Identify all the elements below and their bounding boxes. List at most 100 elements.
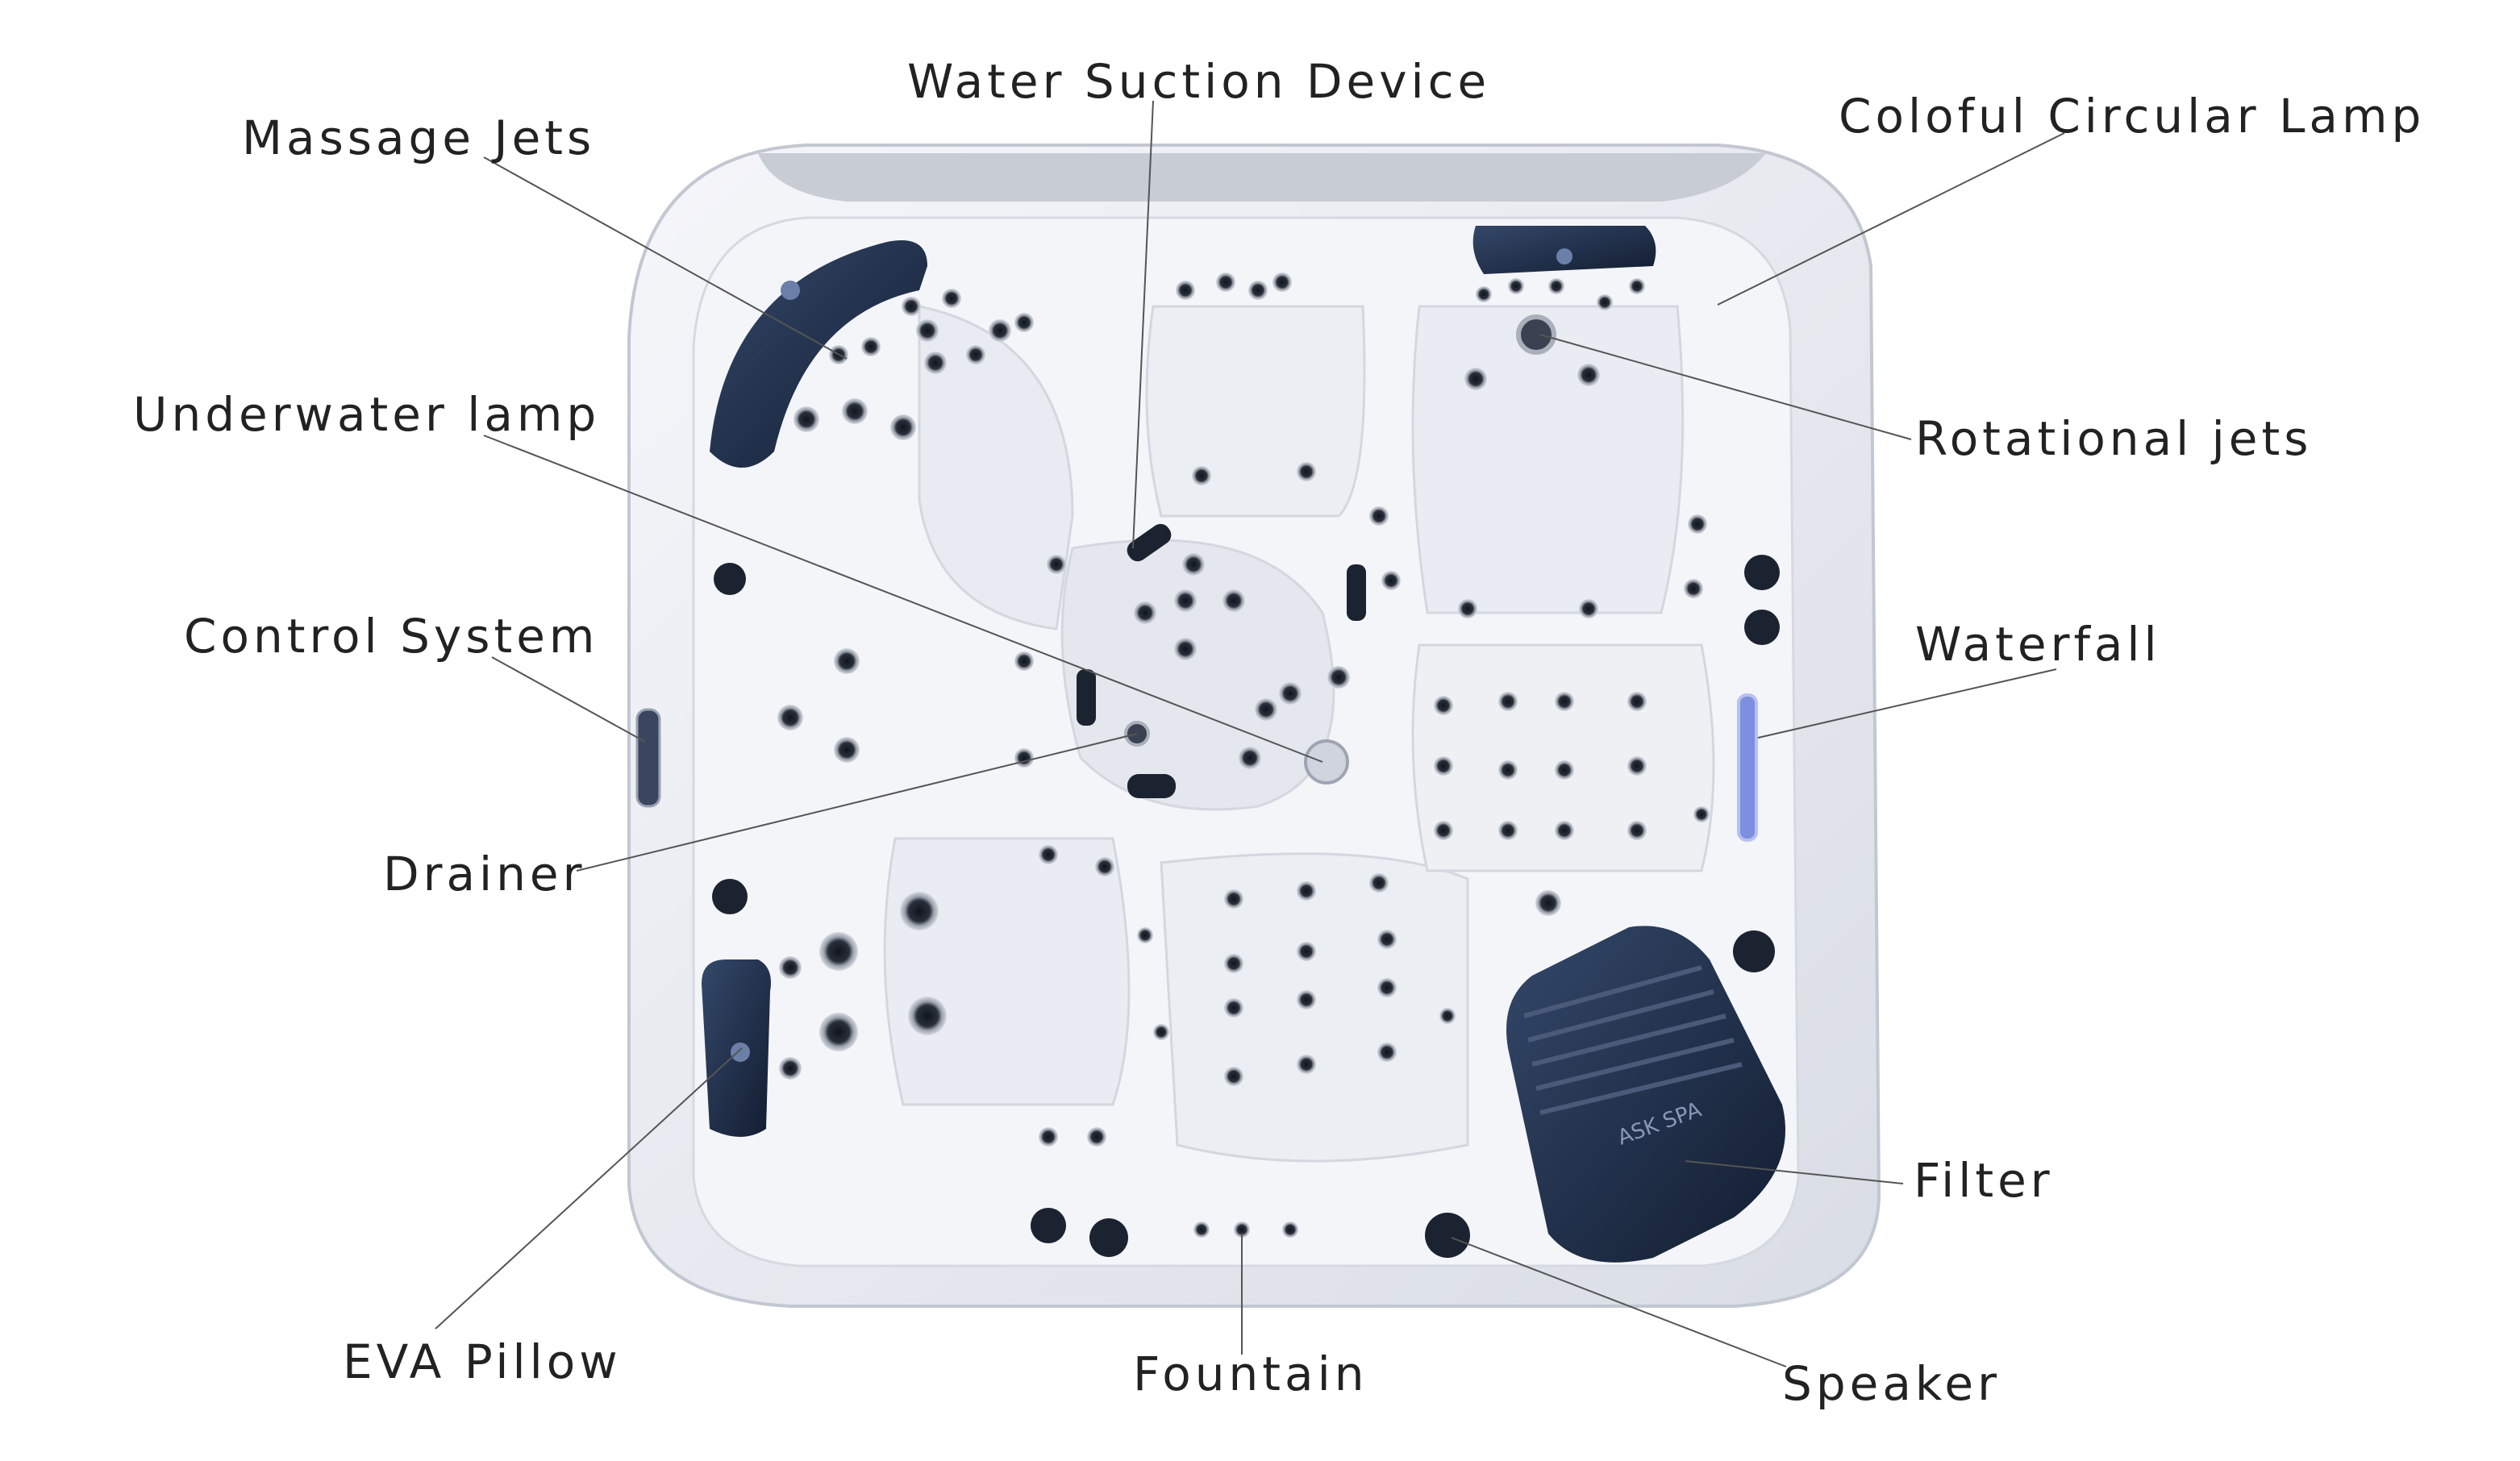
seat-bottom-left <box>883 837 1131 1106</box>
massage-jet <box>1597 294 1613 310</box>
massage-jet <box>779 956 802 979</box>
massage-jet <box>1498 821 1518 840</box>
massage-jet <box>942 289 961 308</box>
massage-jet <box>1216 273 1235 292</box>
label-massage-jets: Massage Jets <box>242 110 596 165</box>
leader-lines <box>435 100 2065 1367</box>
massage-jet <box>908 997 947 1035</box>
massage-jet <box>1498 692 1518 711</box>
massage-jet <box>1381 571 1401 590</box>
massage-jet <box>1555 692 1574 711</box>
massage-jet <box>793 406 819 432</box>
massage-jet <box>1434 696 1453 715</box>
massage-jet <box>1224 954 1243 973</box>
massage-jet <box>1014 651 1034 671</box>
massage-jet <box>1377 978 1397 997</box>
massage-jet <box>1627 692 1647 711</box>
massage-jet <box>1579 599 1598 618</box>
seat-center-footwell <box>1060 539 1335 811</box>
massage-jet <box>779 1057 802 1080</box>
massage-jet <box>1255 698 1277 721</box>
massage-jet <box>1627 756 1647 776</box>
massage-jet <box>1327 666 1350 689</box>
massage-jet <box>890 414 916 440</box>
massage-jet <box>1684 579 1703 598</box>
massage-jet <box>861 337 881 356</box>
leader-rotational-jets <box>1539 334 1912 440</box>
leader-colorful-lamp <box>1717 132 2065 306</box>
control-panel <box>635 708 661 808</box>
label-drainer: Drainer <box>383 847 586 901</box>
massage-jet <box>819 932 858 971</box>
massage-jet <box>900 892 939 930</box>
massage-jet <box>1192 466 1211 485</box>
massage-jet <box>1555 760 1574 780</box>
massage-jet <box>842 398 868 424</box>
leader-speaker <box>1451 1237 1787 1367</box>
massage-jet <box>966 345 985 364</box>
massage-jet <box>1508 278 1524 294</box>
massage-jet <box>1014 748 1034 768</box>
massage-jet <box>1693 806 1710 822</box>
massage-jet <box>1174 638 1197 660</box>
massage-jet <box>1297 462 1316 481</box>
massage-jet <box>1377 1043 1397 1062</box>
underwater-lamp <box>1304 739 1349 785</box>
filter-grille <box>1523 965 1743 1115</box>
massage-jet <box>1134 601 1156 624</box>
massage-jet <box>1224 889 1243 909</box>
leader-waterfall <box>1757 668 2057 739</box>
massage-jet <box>1464 368 1487 390</box>
massage-jet <box>1297 1055 1316 1074</box>
massage-jets-group <box>777 273 1710 1238</box>
massage-jet <box>1297 881 1316 901</box>
massage-jet <box>1193 1222 1210 1238</box>
label-waterfall: Waterfall <box>1915 617 2161 672</box>
massage-jet <box>1498 760 1518 780</box>
seat-top-middle <box>1145 305 1366 518</box>
massage-jet <box>834 737 860 763</box>
eva-pillow-top-left <box>710 240 927 468</box>
massage-jet <box>1176 281 1195 300</box>
massage-jet <box>1137 927 1153 943</box>
massage-jet <box>777 705 803 730</box>
massage-jet <box>1297 990 1316 1009</box>
massage-jet <box>1095 857 1114 876</box>
massage-jet <box>1039 845 1058 864</box>
massage-jet <box>1234 1222 1250 1238</box>
colorful-circular-lamp <box>1516 314 1556 355</box>
massage-jet <box>1535 890 1561 916</box>
massage-jet <box>1182 553 1205 576</box>
massage-jet <box>1434 821 1453 840</box>
massage-jet <box>1434 756 1453 776</box>
label-eva-pillow: EVA Pillow <box>343 1334 622 1389</box>
leader-water-suction <box>1132 100 1154 549</box>
label-colorful-circular-lamp: Coloful Circular Lamp <box>1839 89 2426 144</box>
tub-back-rim <box>758 153 1766 202</box>
massage-jet <box>1282 1222 1298 1238</box>
massage-jet <box>1014 313 1034 332</box>
leader-filter <box>1685 1160 1904 1184</box>
massage-jet <box>1272 273 1292 292</box>
massage-jet <box>1224 998 1243 1018</box>
massage-jet <box>924 352 947 374</box>
massage-jet <box>1439 1008 1456 1024</box>
massage-jet <box>989 319 1011 342</box>
massage-jet <box>1627 821 1647 840</box>
massage-jet <box>1279 682 1302 705</box>
filter-cover <box>1506 926 1785 1263</box>
massage-jet <box>1047 555 1066 574</box>
label-fountain: Fountain <box>1133 1347 1368 1401</box>
massage-jet <box>1548 278 1564 294</box>
label-rotational-jets: Rotational jets <box>1915 411 2313 466</box>
massage-jet <box>1224 1067 1243 1086</box>
massage-jet <box>834 648 860 674</box>
label-speaker: Speaker <box>1782 1356 2001 1411</box>
waterfall-outlet <box>1737 693 1758 842</box>
leader-underwater-lamp <box>483 435 1323 763</box>
label-control-system: Control System <box>184 609 599 664</box>
massage-jet <box>1248 281 1268 300</box>
massage-jet <box>916 319 939 342</box>
